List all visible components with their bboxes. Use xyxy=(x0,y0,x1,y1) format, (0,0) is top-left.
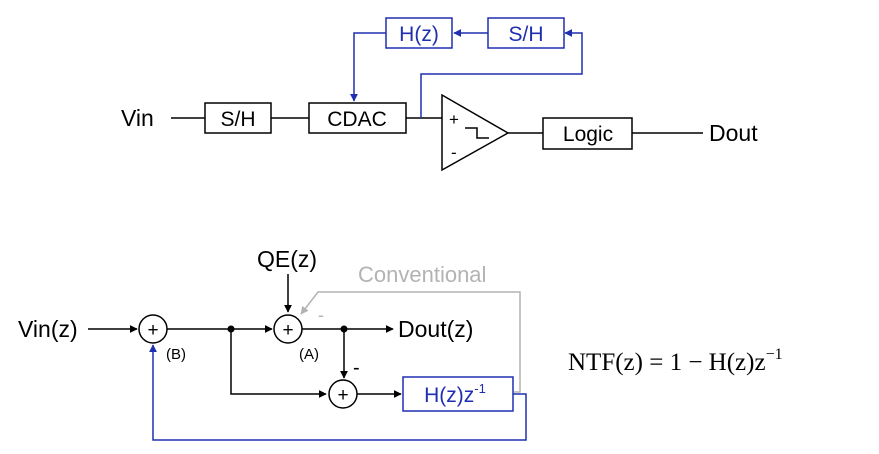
logic-block: Logic xyxy=(542,117,633,150)
hz-label: H(z) xyxy=(399,23,439,46)
feedback-path: S/H H(z) xyxy=(350,17,583,118)
hz-delay-base: H(z)z xyxy=(424,384,474,407)
logic-label: Logic xyxy=(563,123,613,146)
node-b-label: (B) xyxy=(166,346,186,363)
feedback-path-hz-delay-to-sum-b xyxy=(149,344,527,441)
cdac-block: CDAC xyxy=(308,102,407,134)
latch-symbol xyxy=(465,127,489,139)
sh-input-block: S/H xyxy=(204,102,272,134)
sar-circuit: Vin S/H CDAC + - Logic Dout xyxy=(121,17,758,172)
wire-junction-down-to-sum-c xyxy=(230,329,327,398)
comparator-minus-label: - xyxy=(451,143,457,162)
summing-node-c: + xyxy=(328,379,358,409)
comparator-plus-label: + xyxy=(449,110,459,129)
sh-feedback-block: S/H xyxy=(487,17,565,49)
vin-label: Vin xyxy=(121,105,154,131)
dout-z-label: Dout(z) xyxy=(398,316,473,342)
conventional-label: Conventional xyxy=(358,262,486,287)
cdac-label: CDAC xyxy=(327,108,387,131)
sh-feedback-label: S/H xyxy=(508,23,543,46)
ntf-equation-main: NTF(z) = 1 − H(z)z xyxy=(568,349,766,376)
qe-label: QE(z) xyxy=(257,246,317,272)
hz-block: H(z) xyxy=(385,17,453,49)
node-a-label: (A) xyxy=(299,346,319,363)
hz-delay-block: H(z)z-1 xyxy=(402,376,514,412)
sum-a-symbol: + xyxy=(282,320,293,341)
summing-node-a: + xyxy=(273,314,303,344)
sum-c-minus-sign: - xyxy=(353,357,360,379)
ntf-equation-text: NTF(z) = 1 − H(z)z−1 xyxy=(568,346,783,376)
ntf-equation: NTF(z) = 1 − H(z)z−1 xyxy=(568,346,783,376)
conventional-minus-sign: - xyxy=(318,305,324,325)
vin-z-label: Vin(z) xyxy=(18,316,78,342)
signal-flow-model: Vin(z) + (B) QE(z) + (A) Dout(z) Convent… xyxy=(18,246,527,441)
sum-c-symbol: + xyxy=(337,385,348,406)
ntf-equation-exponent: −1 xyxy=(766,346,783,363)
feedback-wire-comparator-to-sh xyxy=(420,29,583,118)
feedback-wire-hz-to-cdac xyxy=(350,32,386,102)
dout-label: Dout xyxy=(709,120,758,146)
sh-input-label: S/H xyxy=(220,108,255,131)
hz-delay-exponent: -1 xyxy=(474,381,486,396)
sum-b-symbol: + xyxy=(147,320,158,341)
conventional-path xyxy=(300,291,521,393)
comparator: + - xyxy=(441,93,510,172)
hz-delay-label: H(z)z-1 xyxy=(424,381,486,407)
summing-node-b: + xyxy=(138,314,168,344)
